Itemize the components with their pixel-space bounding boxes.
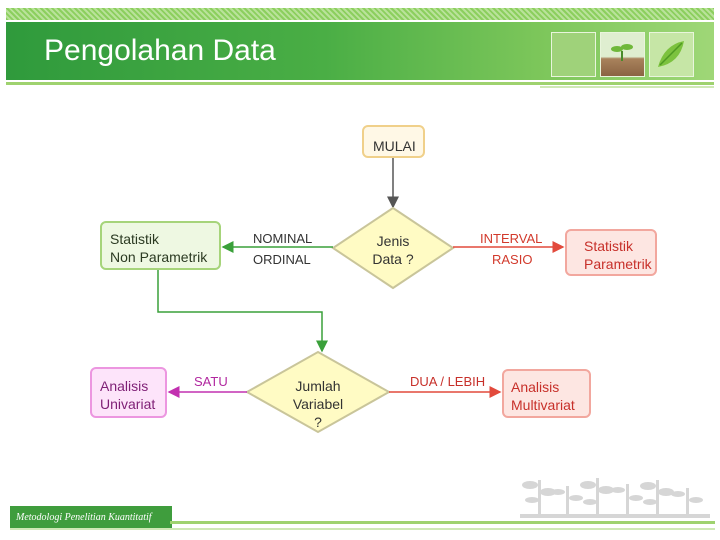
slide-title: Pengolahan Data bbox=[44, 34, 276, 67]
decision-jumlah-variabel bbox=[244, 350, 392, 434]
parametric-line2: Parametrik bbox=[584, 256, 652, 272]
parametric-line1: Statistik bbox=[584, 238, 634, 254]
decision-jenis-data bbox=[331, 206, 455, 290]
nonparametric-statistics-node: Statistik Non Parametrik bbox=[100, 221, 221, 270]
decision2-line1: Jumlah bbox=[295, 378, 341, 394]
univariate-line2: Univariat bbox=[100, 396, 156, 412]
decorative-plants-icon bbox=[520, 478, 710, 518]
decision2-text: Jumlah Variabel ? bbox=[283, 377, 353, 431]
header-stripe bbox=[6, 8, 714, 20]
header-divider-accent bbox=[540, 86, 714, 88]
header-bar bbox=[6, 22, 714, 80]
footer-divider bbox=[170, 521, 715, 524]
multivariate-analysis-node: Analisis Multivariat bbox=[502, 369, 591, 418]
label-satu: SATU bbox=[194, 374, 228, 389]
label-dua-lebih: DUA / LEBIH bbox=[410, 374, 486, 389]
label-ordinal: ORDINAL bbox=[253, 252, 311, 267]
header-image-leaf bbox=[649, 32, 694, 77]
univariate-line1: Analisis bbox=[100, 378, 149, 394]
decision1-line1: Jenis bbox=[376, 233, 410, 249]
label-nominal: NOMINAL bbox=[253, 231, 313, 246]
footer-bar bbox=[10, 506, 172, 528]
label-rasio: RASIO bbox=[492, 252, 533, 267]
multivariate-line1: Analisis bbox=[511, 379, 560, 395]
decision1-text: Jenis Data ? bbox=[363, 232, 423, 268]
arrow-nonparametric-to-decision2 bbox=[157, 270, 328, 353]
nonparametric-line1: Statistik bbox=[110, 231, 160, 247]
start-node: MULAI bbox=[362, 125, 425, 158]
header-image-plain bbox=[551, 32, 596, 77]
multivariate-line2: Multivariat bbox=[511, 397, 575, 413]
footer-divider-accent bbox=[10, 528, 715, 530]
footer-text: Metodologi Penelitian Kuantitatif bbox=[16, 512, 152, 523]
decision2-line2: Variabel bbox=[292, 396, 344, 412]
label-interval: INTERVAL bbox=[480, 231, 543, 246]
parametric-statistics-node: Statistik Parametrik bbox=[565, 229, 657, 276]
nonparametric-line2: Non Parametrik bbox=[110, 249, 208, 265]
header-divider bbox=[6, 82, 714, 85]
univariate-analysis-node: Analisis Univariat bbox=[90, 367, 167, 418]
decision1-line2: Data ? bbox=[372, 251, 414, 267]
decision2-line3: ? bbox=[314, 414, 322, 430]
slide-header: Pengolahan Data bbox=[0, 0, 720, 88]
header-image-sprout-soil bbox=[600, 32, 645, 77]
